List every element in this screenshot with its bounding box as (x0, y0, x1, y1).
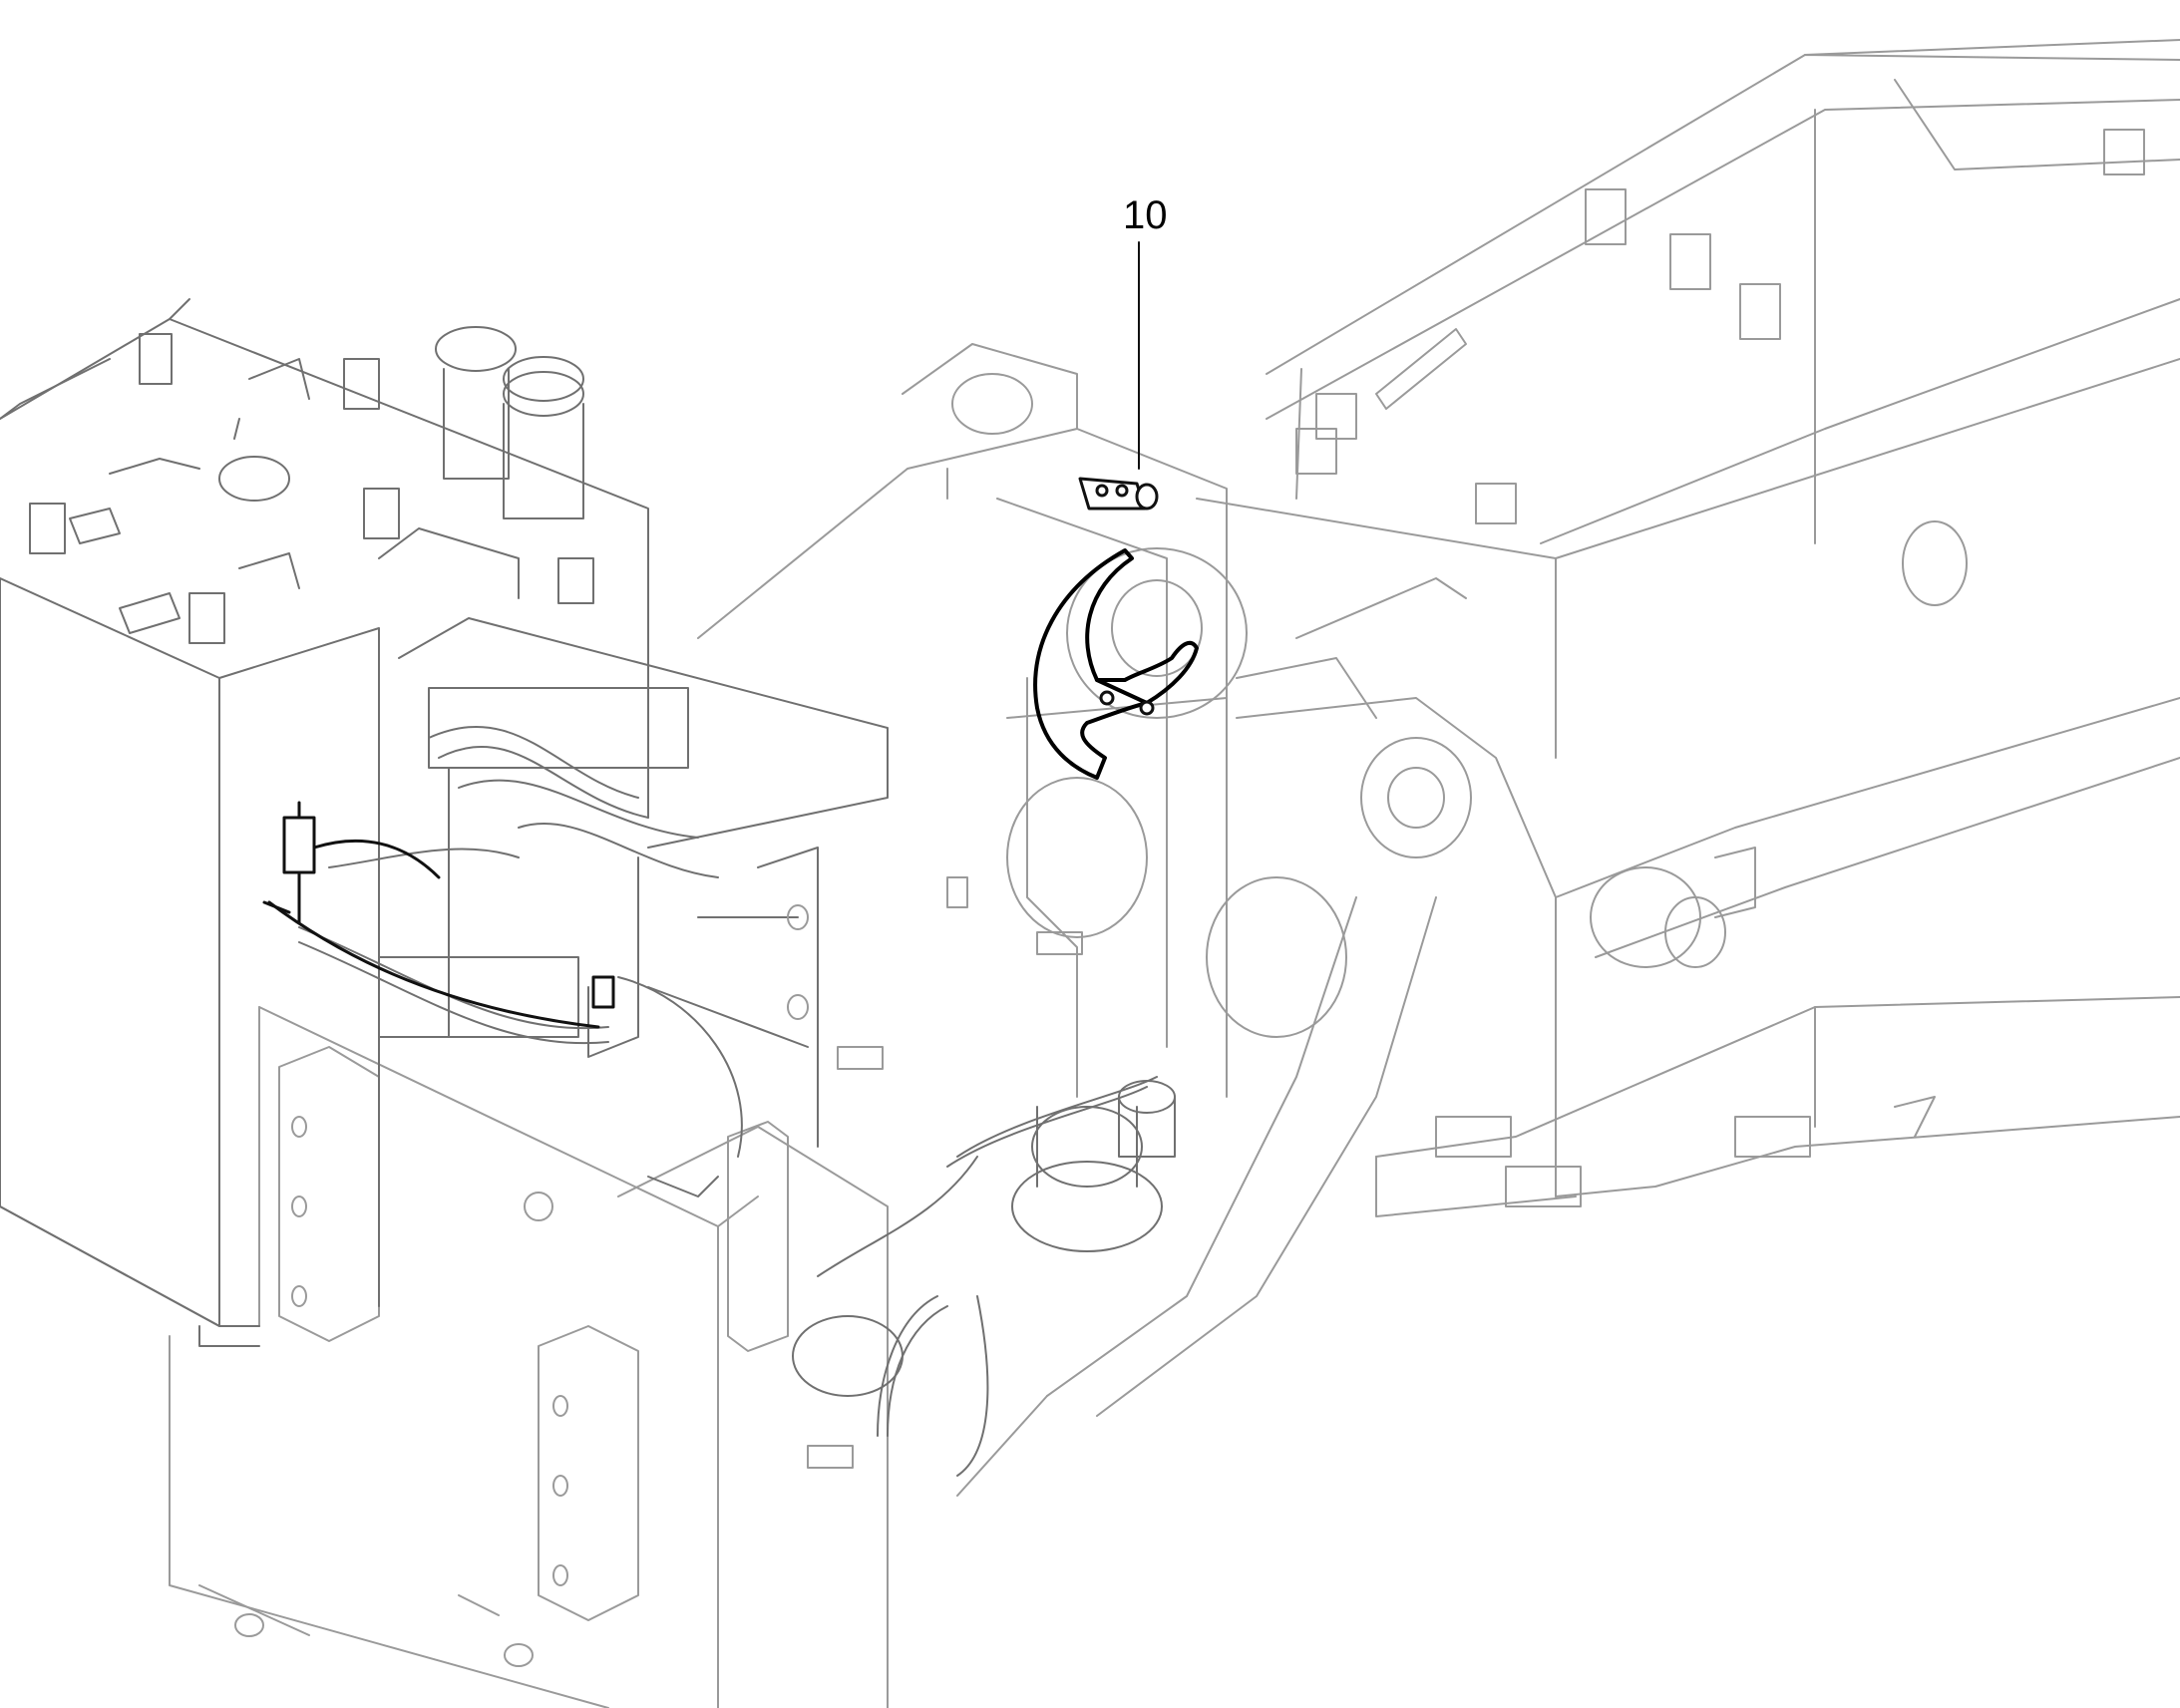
pivot-tower (697, 343, 1467, 1098)
hydraulic-tank (0, 298, 649, 1347)
base-frame (169, 1006, 889, 1708)
callout-label-10: 10 (1123, 193, 1168, 237)
valve-block (378, 617, 889, 1197)
lower-chassis (1375, 996, 2180, 1217)
swing-motor (792, 1080, 1176, 1397)
lift-arm (956, 697, 1557, 1497)
counterweight-plates (278, 1046, 789, 1621)
highlighted-part-10 (1033, 477, 1199, 780)
filler-caps (435, 326, 584, 519)
fittings (787, 876, 1083, 1469)
tank-top-details (0, 333, 594, 644)
hydraulic-cylinder (1555, 697, 2180, 968)
pressure-switch (262, 801, 615, 1029)
boom-arm (1196, 39, 2180, 759)
boom-brackets (1295, 129, 2145, 524)
